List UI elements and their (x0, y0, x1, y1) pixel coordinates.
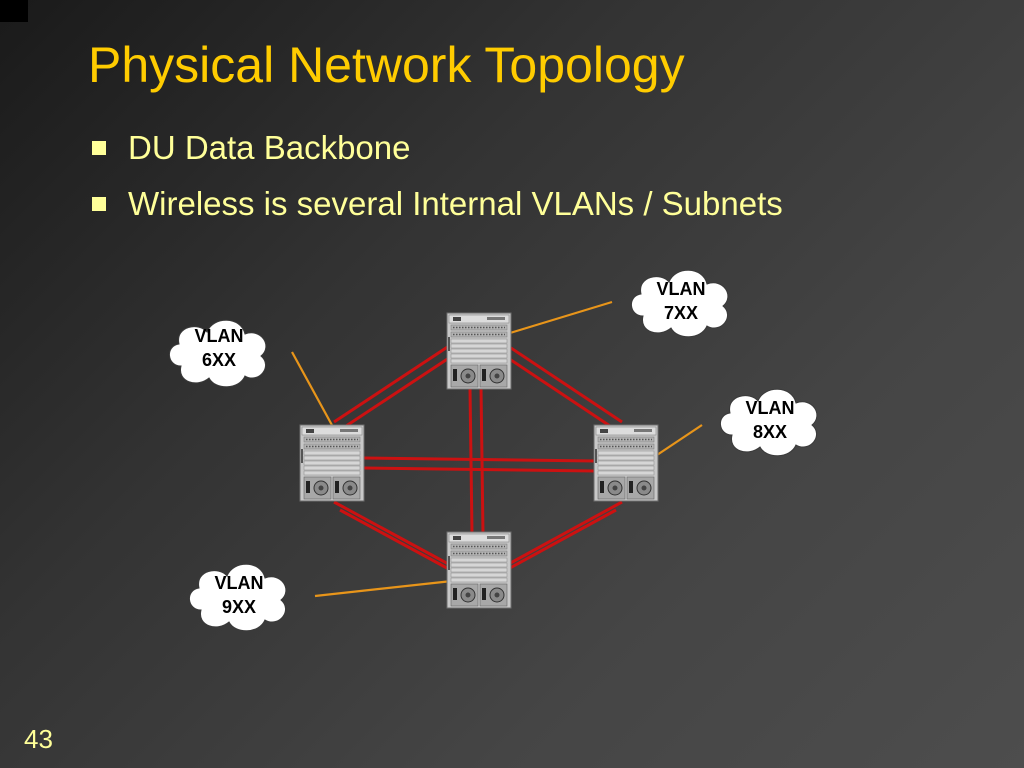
bullet-item: Wireless is several Internal VLANs / Sub… (90, 176, 783, 232)
link-top-left (333, 342, 459, 432)
link-left-bottom (333, 500, 459, 576)
corner-mark (0, 0, 28, 22)
page-number: 43 (24, 724, 53, 754)
cloud-label-line1: VLAN (746, 398, 795, 418)
cloud-label-line1: VLAN (215, 573, 264, 593)
cloud-vlan-7xx: VLAN 7XX (630, 269, 729, 338)
backbone-links (333, 342, 623, 576)
link-left-right (363, 456, 597, 473)
link-right-bottom (498, 500, 623, 576)
cloud-vlan-8xx: VLAN 8XX (719, 388, 818, 457)
bullet-item: DU Data Backbone (90, 120, 783, 176)
slide-title: Physical Network Topology (88, 37, 685, 93)
switch-bottom (446, 531, 512, 609)
cloud-label-line2: 6XX (202, 350, 236, 370)
link-vlan-9xx (314, 579, 453, 598)
switch-top (446, 312, 512, 390)
bullet-list: DU Data Backbone Wireless is several Int… (90, 120, 783, 232)
link-vlan-6xx (291, 351, 334, 428)
cloud-label-line2: 9XX (222, 597, 256, 617)
link-top-right (498, 342, 623, 432)
bullet-text: DU Data Backbone (128, 129, 411, 166)
cloud-label-line1: VLAN (657, 279, 706, 299)
vlan-links (291, 300, 703, 598)
switch-right (593, 424, 659, 502)
link-vlan-8xx (656, 424, 703, 456)
switch-left (299, 424, 365, 502)
cloud-label-line2: 7XX (664, 303, 698, 323)
cloud-vlan-9xx: VLAN 9XX (188, 563, 287, 632)
cloud-vlan-6xx: VLAN 6XX (168, 319, 267, 388)
cloud-label-line2: 8XX (753, 422, 787, 442)
link-vlan-7xx (509, 300, 613, 335)
bullet-text: Wireless is several Internal VLANs / Sub… (128, 185, 783, 222)
square-bullet-icon (92, 197, 106, 211)
cloud-label-line1: VLAN (195, 326, 244, 346)
square-bullet-icon (92, 141, 106, 155)
